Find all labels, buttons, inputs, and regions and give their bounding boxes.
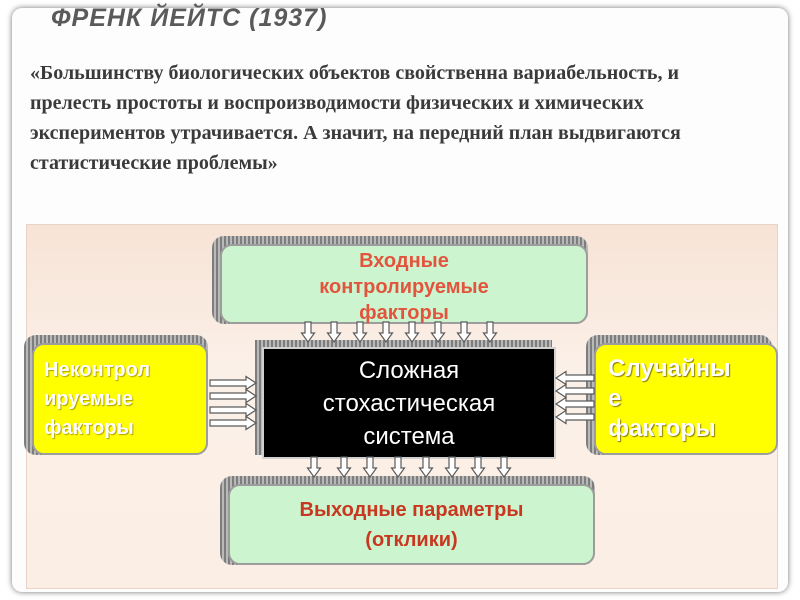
left-box-line3: факторы bbox=[44, 416, 134, 439]
input-box-line2: контролируемые bbox=[319, 276, 489, 298]
input-arrow bbox=[300, 321, 316, 344]
output-box-line1: Выходные параметры bbox=[299, 498, 524, 521]
center-box-line2: стохастическая bbox=[322, 389, 496, 417]
left-input-arrow bbox=[209, 375, 258, 391]
output-arrow bbox=[496, 456, 512, 479]
output-arrow bbox=[362, 456, 378, 479]
center-box-line1: Сложная bbox=[358, 356, 460, 384]
quote-text: «Большинству биологических объектов свой… bbox=[30, 62, 681, 174]
slide-title: ФРЕНК ЙЕЙТС (1937) bbox=[51, 4, 328, 32]
output-arrow bbox=[390, 456, 406, 479]
right-input-arrow bbox=[554, 370, 595, 386]
random-factors-box: Случайны е факторы bbox=[594, 343, 778, 455]
output-arrow bbox=[418, 456, 434, 479]
right-box-line1: Случайны bbox=[608, 355, 731, 382]
output-arrow bbox=[470, 456, 486, 479]
input-box-line3: факторы bbox=[359, 302, 449, 324]
left-input-arrow bbox=[209, 402, 258, 418]
right-input-arrow bbox=[554, 396, 595, 412]
left-box-line1: Неконтрол bbox=[44, 358, 151, 381]
right-input-arrow bbox=[554, 383, 595, 399]
input-arrow bbox=[378, 321, 394, 344]
left-box-line2: ируемые bbox=[44, 387, 133, 410]
input-arrow bbox=[456, 321, 472, 344]
center-box-line3: система bbox=[363, 422, 455, 450]
input-box-line1: Входные bbox=[359, 250, 449, 272]
left-input-arrow bbox=[209, 415, 258, 431]
right-box-line3: факторы bbox=[608, 415, 716, 442]
input-arrow bbox=[430, 321, 446, 344]
output-box-line2: (отклики) bbox=[365, 528, 458, 551]
input-arrow bbox=[404, 321, 420, 344]
output-parameters-box: Выходные параметры (отклики) bbox=[228, 484, 595, 565]
right-box-line2: е bbox=[608, 385, 622, 412]
input-arrow bbox=[352, 321, 368, 344]
uncontrolled-factors-box: Неконтрол ируемые факторы bbox=[32, 343, 208, 455]
left-input-arrow bbox=[209, 388, 258, 404]
output-arrow bbox=[444, 456, 460, 479]
stochastic-system-box: Сложная стохастическая система bbox=[262, 347, 556, 459]
output-arrow bbox=[336, 456, 352, 479]
right-input-arrow bbox=[554, 409, 595, 425]
output-arrow bbox=[306, 456, 322, 479]
input-arrow bbox=[326, 321, 342, 344]
input-arrow bbox=[482, 321, 498, 344]
input-factors-box: Входные контролируемые факторы bbox=[220, 244, 588, 324]
